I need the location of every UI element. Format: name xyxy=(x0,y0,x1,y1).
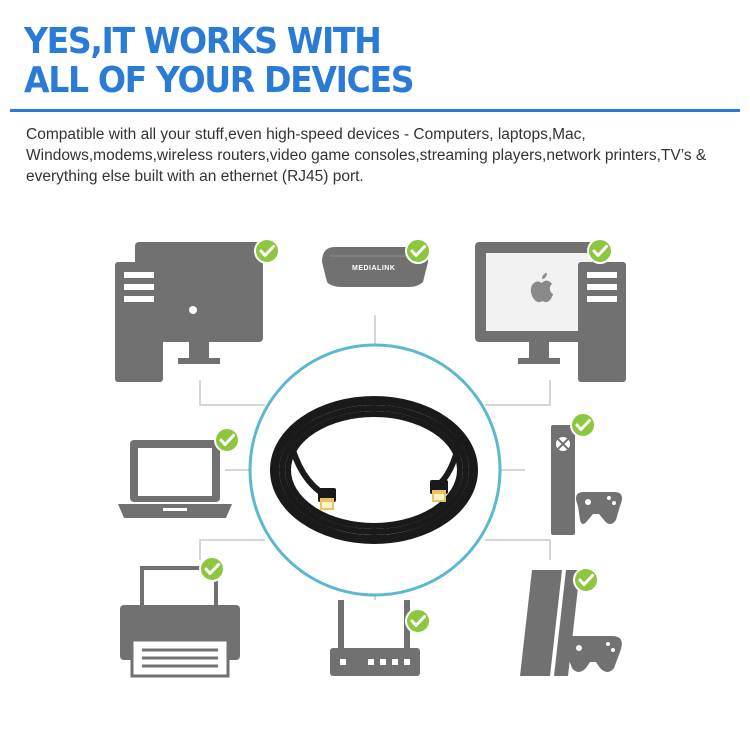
wifi-router-icon xyxy=(330,600,420,676)
headline-line-2: ALL OF YOUR DEVICES xyxy=(24,60,415,101)
ethernet-cable-icon xyxy=(270,396,478,544)
check-icon xyxy=(253,237,281,265)
check-icon xyxy=(404,607,432,635)
check-icon xyxy=(213,426,241,454)
router-brand-label: MEDIALINK xyxy=(352,265,395,272)
header-divider xyxy=(10,109,740,112)
check-icon xyxy=(404,237,432,265)
check-icon xyxy=(569,411,597,439)
headline: YES,IT WORKS WITH ALL OF YOUR DEVICES xyxy=(24,21,415,101)
check-icon xyxy=(198,555,226,583)
description-text: Compatible with all your stuff,even high… xyxy=(26,126,707,185)
check-icon xyxy=(572,566,600,594)
printer-icon xyxy=(120,566,240,678)
router-box-icon: MEDIALINK xyxy=(322,247,428,287)
laptop-icon xyxy=(118,440,232,518)
headline-line-1: YES,IT WORKS WITH xyxy=(24,21,382,62)
playstation-console-icon xyxy=(520,570,622,676)
desktop-pc-icon xyxy=(115,242,263,382)
apple-logo-icon xyxy=(530,273,553,303)
xbox-console-icon xyxy=(551,425,622,535)
rj45-connector-right-plug xyxy=(432,490,446,502)
center-circle xyxy=(248,343,502,597)
apple-desktop-icon xyxy=(475,242,626,382)
rj45-connector-left-plug xyxy=(320,498,334,510)
connector-lines xyxy=(199,315,551,600)
check-icon xyxy=(586,237,614,265)
